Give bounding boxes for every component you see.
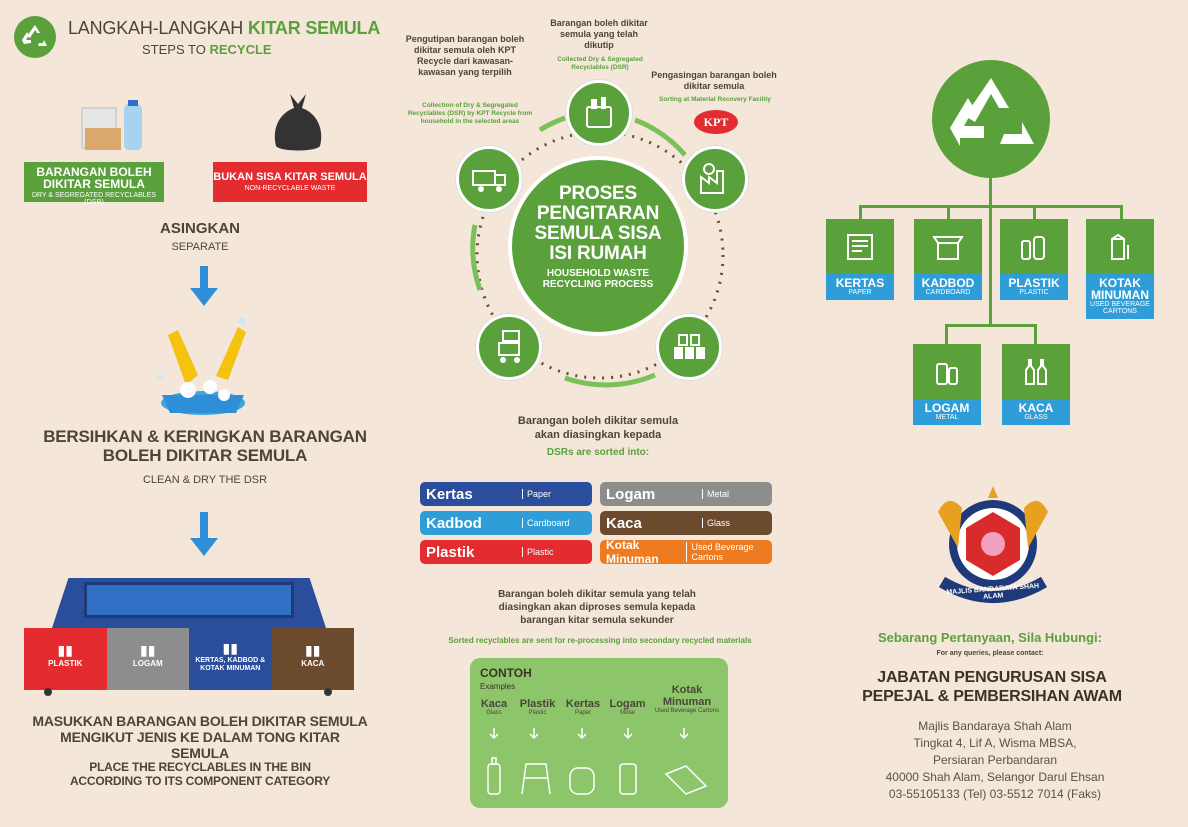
collect-ms: Pengutipan barangan boleh dikitar semula… [405,34,525,77]
process-cycle-ring [470,115,725,388]
contact-title: Sebarang Pertanyaan, Sila Hubungi: [878,630,1102,645]
bin-plastik: ▮▮PLASTIK [24,628,107,690]
bin-kertas: ▮▮KERTAS, KADBOD & KOTAK MINUMAN [189,628,272,690]
step-separate-en: SEPARATE [171,241,229,253]
step-separate: ASINGKAN [159,220,240,237]
sorted-en: DSRs are sorted into: [546,447,650,458]
collect-en: Collection of Dry & Segregated Recyclabl… [407,102,533,125]
collected-en: Collected Dry & Segregated Recyclables (… [557,56,643,71]
garbage-bag-icon [268,88,328,154]
step-place-en: PLACE THE RECYCLABLES IN THE BIN ACCORDI… [69,760,331,788]
process-center-circle: PROSES PENGITARAN SEMULA SISA ISI RUMAH … [508,156,688,336]
bin-logam: ▮▮LOGAM [106,628,189,690]
step-clean-dry: BERSIHKAN & KERINGKAN BARANGAN BOLEH DIK… [43,427,367,465]
arrow-down-icon-2 [190,512,218,563]
recycle-big-icon [932,60,1050,178]
arrow-down-icon [190,266,218,313]
bin-kaca: ▮▮KACA [271,628,354,690]
header-subtitle: STEPS TO RECYCLE [142,42,272,57]
recyclables-illustration-icon [80,100,150,155]
nonrecyclable-label-box: BUKAN SISA KITAR SEMULA NON-RECYCLABLE W… [213,162,367,202]
dsr-label-box: BARANGAN BOLEH DIKITAR SEMULA DRY & SEGR… [24,162,164,206]
factory-icon [682,146,748,212]
reprocess-en: Sorted recyclables are sent for re-proce… [448,636,752,645]
step-clean-dry-en: CLEAN & DRY THE DSR [142,474,268,486]
step-place: MASUKKAN BARANGAN BOLEH DIKITAR SEMULA M… [32,713,368,761]
header-title: LANGKAH-LANGKAH KITAR SEMULA [68,18,381,38]
example-items-icon [487,728,708,795]
contact-sub: For any queries, please contact: [936,650,1044,657]
sorted-materials-icon [656,314,722,380]
collected-bin-icon [566,80,632,146]
washing-hands-icon [148,315,258,420]
sorting-cart-icon [476,314,542,380]
sorting-en: Sorting at Material Recovery Facility [659,96,771,103]
sorted-ms: Barangan boleh dikitar semula akan diasi… [517,415,679,441]
collected-ms: Barangan boleh dikitar semula yang telah… [550,18,648,50]
kpt-logo: KPT [694,110,738,134]
recycling-bin: ▮▮PLASTIK ▮▮LOGAM ▮▮KERTAS, KADBOD & KOT… [24,576,354,696]
collection-truck-icon [456,146,522,212]
department-name: JABATAN PENGURUSAN SISA PEPEJAL & PEMBER… [862,669,1122,705]
mbsa-seal-icon: MAJLIS BANDARAYA SHAH ALAM [928,482,1058,607]
reprocess-ms: Barangan boleh dikitar semula yang telah… [498,589,696,626]
recycle-logo-icon [14,16,56,58]
address-block: Majlis Bandaraya Shah Alam Tingkat 4, Li… [885,719,1105,801]
sorting-ms: Pengasingan barangan boleh dikitar semul… [651,70,777,91]
